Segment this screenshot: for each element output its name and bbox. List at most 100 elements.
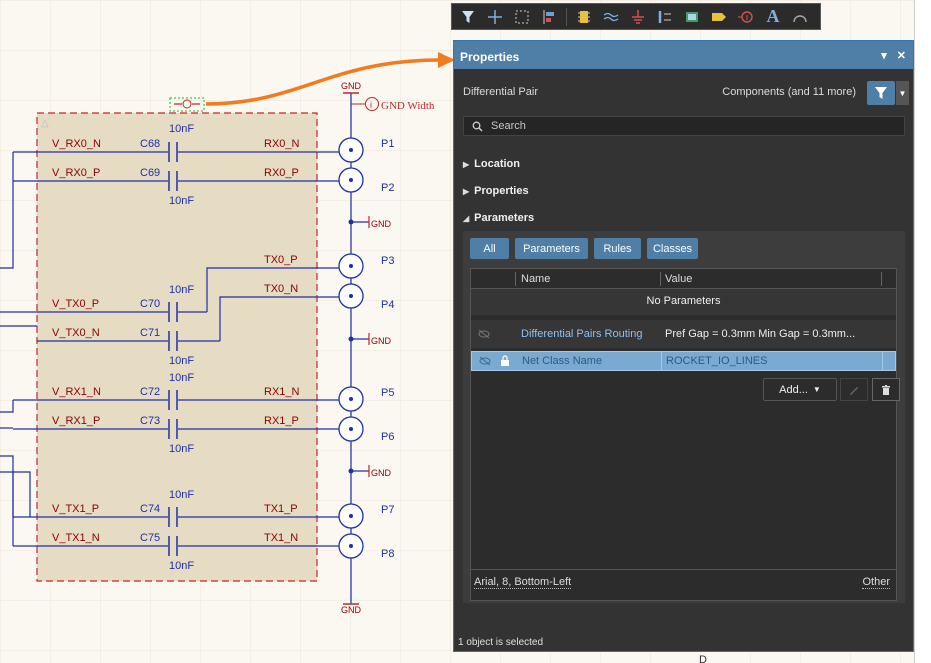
gnd-top-label: GND — [341, 81, 362, 91]
diff-net-label[interactable]: TX1_P — [264, 503, 298, 515]
cap-designator[interactable]: C72 — [140, 386, 160, 398]
right-margin — [914, 0, 931, 663]
cap-value[interactable]: 10nF — [169, 123, 194, 135]
gnd-tap-label: GND — [371, 219, 392, 229]
align-icon[interactable] — [537, 6, 561, 28]
cap-designator[interactable]: C69 — [140, 167, 160, 179]
diff-net-label[interactable]: RX0_N — [264, 138, 300, 150]
gnd-tap-label: GND — [371, 468, 392, 478]
section-label: Location — [474, 158, 520, 170]
port-label[interactable]: P7 — [381, 504, 394, 516]
tab-classes[interactable]: Classes — [647, 238, 698, 259]
chevron-down-icon: ▼ — [812, 385, 821, 394]
filter-icon[interactable] — [456, 6, 480, 28]
delete-button[interactable] — [872, 378, 900, 401]
column-header-value[interactable]: Value — [665, 273, 693, 285]
callout-arrow — [205, 58, 441, 106]
net-label[interactable]: V_TX1_P — [52, 503, 99, 515]
pencil-icon — [850, 386, 858, 395]
visibility-hidden-icon[interactable] — [477, 320, 491, 359]
cap-value[interactable]: 10nF — [169, 195, 194, 207]
table-row[interactable]: Differential Pairs Routing Pref Gap = 0.… — [471, 320, 896, 348]
section-label: Parameters — [474, 212, 535, 224]
close-icon[interactable]: ✕ — [896, 50, 906, 62]
add-button[interactable]: Add... ▼ — [763, 378, 837, 401]
param-value: ROCKET_IO_LINES — [666, 355, 768, 367]
net-label[interactable]: V_RX0_P — [52, 167, 100, 179]
cap-value[interactable]: 10nF — [169, 560, 194, 572]
diff-net-label[interactable]: RX1_P — [264, 415, 299, 427]
text-icon[interactable]: A — [761, 6, 785, 28]
cap-designator[interactable]: C71 — [140, 327, 160, 339]
gnd-width-label: GND Width — [381, 100, 435, 112]
arc-icon[interactable] — [788, 6, 812, 28]
diff-pair-directive-icon[interactable] — [169, 97, 205, 112]
net-label[interactable]: V_RX1_N — [52, 386, 101, 398]
tab-parameters[interactable]: Parameters — [515, 238, 588, 259]
param-name: Net Class Name — [522, 355, 603, 367]
selection-filter-button[interactable] — [867, 81, 895, 105]
cap-designator[interactable]: C68 — [140, 138, 160, 150]
param-value: Pref Gap = 0.3mm Min Gap = 0.3mm... — [665, 328, 856, 340]
port-label[interactable]: P1 — [381, 138, 394, 150]
section-properties[interactable]: ▶Properties — [463, 185, 529, 197]
section-location[interactable]: ▶Location — [463, 158, 520, 170]
cap-designator[interactable]: C70 — [140, 298, 160, 310]
directive-icon[interactable] — [734, 6, 758, 28]
selection-filter-summary: Components (and 11 more) — [722, 86, 856, 98]
diff-net-label[interactable]: TX0_P — [264, 254, 298, 266]
cap-designator[interactable]: C75 — [140, 532, 160, 544]
panel-title: Properties — [460, 50, 520, 64]
harness-icon[interactable] — [680, 6, 704, 28]
filter-dropdown-arrow[interactable]: ▼ — [896, 81, 909, 105]
grid-header: Name Value — [471, 269, 896, 289]
net-label[interactable]: V_TX0_P — [52, 298, 99, 310]
search-input[interactable]: Search — [463, 116, 905, 136]
diff-net-label[interactable]: RX0_P — [264, 167, 299, 179]
net-label[interactable]: V_RX1_P — [52, 415, 100, 427]
section-parameters[interactable]: ◢ Parameters — [463, 212, 534, 224]
cap-value[interactable]: 10nF — [169, 355, 194, 367]
port-label[interactable]: P8 — [381, 548, 394, 560]
wire-icon[interactable] — [599, 6, 623, 28]
lock-icon[interactable] — [500, 352, 510, 377]
select-icon[interactable] — [510, 6, 534, 28]
bus-icon[interactable] — [653, 6, 677, 28]
port-label[interactable]: P5 — [381, 387, 394, 399]
port-label[interactable]: P6 — [381, 431, 394, 443]
cap-value[interactable]: 10nF — [169, 372, 194, 384]
panel-menu-icon[interactable]: ▾ — [881, 50, 887, 62]
rule-marker: i — [370, 100, 372, 110]
properties-panel: Properties ▾ ✕ Differential Pair Compone… — [453, 40, 914, 652]
other-link[interactable]: Other — [862, 576, 890, 589]
diff-net-label[interactable]: TX1_N — [264, 532, 298, 544]
port-label[interactable]: P3 — [381, 255, 394, 267]
cap-value[interactable]: 10nF — [169, 443, 194, 455]
table-row-selected[interactable]: Net Class Name ROCKET_IO_LINES — [471, 351, 896, 371]
crosshair-icon[interactable] — [483, 6, 507, 28]
net-label[interactable]: V_TX0_N — [52, 327, 100, 339]
cap-designator[interactable]: C74 — [140, 503, 160, 515]
no-parameters-message: No Parameters — [471, 289, 896, 315]
cap-value[interactable]: 10nF — [169, 489, 194, 501]
svg-text:△: △ — [41, 118, 49, 129]
tab-rules[interactable]: Rules — [594, 238, 641, 259]
edit-button[interactable] — [840, 378, 868, 401]
port-label[interactable]: P4 — [381, 299, 394, 311]
collapse-arrow-icon: ◢ — [463, 213, 470, 223]
tab-all[interactable]: All — [470, 238, 509, 259]
column-header-name[interactable]: Name — [521, 273, 551, 285]
net-label[interactable]: V_RX0_N — [52, 138, 101, 150]
port-icon[interactable] — [707, 6, 731, 28]
power-port-icon[interactable] — [626, 6, 650, 28]
component-icon[interactable] — [572, 6, 596, 28]
net-label[interactable]: V_TX1_N — [52, 532, 100, 544]
diff-net-label[interactable]: RX1_N — [264, 386, 300, 398]
diff-net-label[interactable]: TX0_N — [264, 283, 298, 295]
cap-value[interactable]: 10nF — [169, 284, 194, 296]
cap-designator[interactable]: C73 — [140, 415, 160, 427]
panel-title-bar[interactable]: Properties ▾ ✕ — [454, 41, 913, 69]
visibility-hidden-icon[interactable] — [478, 352, 492, 377]
port-label[interactable]: P2 — [381, 182, 394, 194]
font-settings-link[interactable]: Arial, 8, Bottom-Left — [474, 576, 572, 589]
